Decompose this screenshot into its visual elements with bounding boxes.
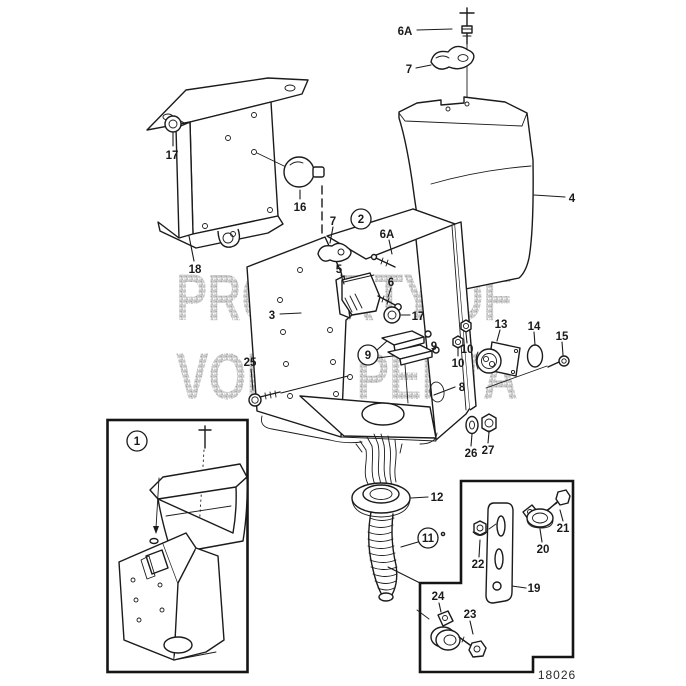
part-label-8: 8	[459, 382, 466, 394]
cable-harness	[351, 433, 446, 602]
part-label-22: 22	[472, 559, 485, 571]
part-label-7: 7	[406, 64, 412, 76]
part-label-circle-1	[126, 430, 148, 452]
part-label-16: 16	[294, 202, 307, 214]
part-label-15: 15	[556, 331, 569, 343]
part-label-25: 25	[244, 357, 257, 369]
part-label-9: 9	[431, 341, 437, 353]
part-label-14: 14	[528, 321, 541, 333]
part-label-18: 18	[189, 264, 202, 276]
part-label-4: 4	[569, 193, 576, 205]
part-label-3: 3	[269, 310, 275, 322]
part-label-6A: 6A	[398, 26, 413, 38]
leader-lines	[172, 28, 566, 635]
grommet-17-left	[164, 115, 187, 133]
part-label-6: 6	[388, 277, 394, 289]
inset-assembled-view-1	[106, 418, 249, 674]
part-label-5: 5	[336, 264, 343, 276]
part-label-17: 17	[412, 311, 425, 323]
part-label-9: 9	[365, 350, 371, 362]
part-label-27: 27	[482, 445, 495, 457]
part-label-7: 7	[330, 216, 336, 228]
electrical-box-3	[246, 208, 570, 445]
part-label-1: 1	[134, 436, 141, 448]
part-label-circle-9	[357, 344, 379, 366]
part-label-21: 21	[557, 523, 570, 535]
mounting-bracket-18	[146, 77, 309, 249]
detail-box-cable-clamps	[416, 479, 575, 674]
part-label-19: 19	[528, 583, 541, 595]
part-label-12: 12	[431, 492, 444, 504]
part-label-11: 11	[422, 533, 435, 545]
part-label-17: 17	[166, 150, 179, 162]
part-label-circle-2	[350, 208, 372, 230]
part-label-20: 20	[537, 544, 550, 556]
part-label-26: 26	[465, 448, 478, 460]
part-label-2: 2	[358, 214, 364, 226]
part-label-6A: 6A	[380, 229, 395, 241]
part-label-10: 10	[461, 344, 474, 356]
drawing-number: 18026	[538, 668, 576, 682]
part-label-24: 24	[432, 591, 445, 603]
clamp-7-top	[430, 45, 475, 70]
part-label-23: 23	[464, 609, 477, 621]
part-label-circle-11	[417, 527, 439, 549]
part-label-10: 10	[452, 358, 465, 370]
part-label-13: 13	[495, 319, 508, 331]
